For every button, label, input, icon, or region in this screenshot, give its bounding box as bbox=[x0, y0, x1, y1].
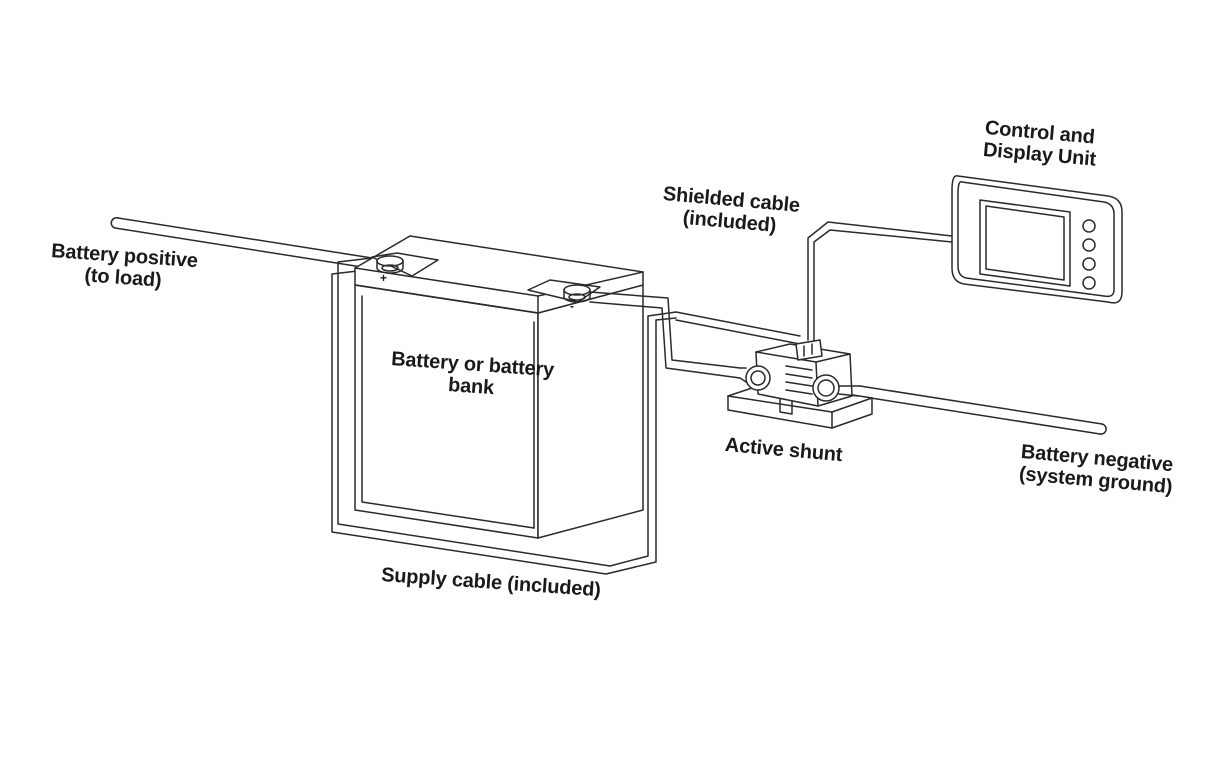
active-shunt-icon bbox=[727, 339, 873, 429]
battery-positive-cable bbox=[110, 217, 373, 269]
supply-cable bbox=[331, 257, 677, 575]
battery-negative-cable bbox=[857, 385, 1107, 435]
negative-terminal-mark: - bbox=[570, 299, 574, 313]
battery-body bbox=[354, 284, 644, 539]
positive-terminal-mark: + bbox=[380, 271, 387, 285]
negative-terminal-icon bbox=[527, 279, 601, 303]
battery-to-shunt-cable bbox=[589, 291, 741, 379]
positive-terminal-icon bbox=[371, 252, 439, 277]
control-display-unit-icon bbox=[951, 175, 1123, 304]
shielded-cable bbox=[675, 221, 953, 345]
